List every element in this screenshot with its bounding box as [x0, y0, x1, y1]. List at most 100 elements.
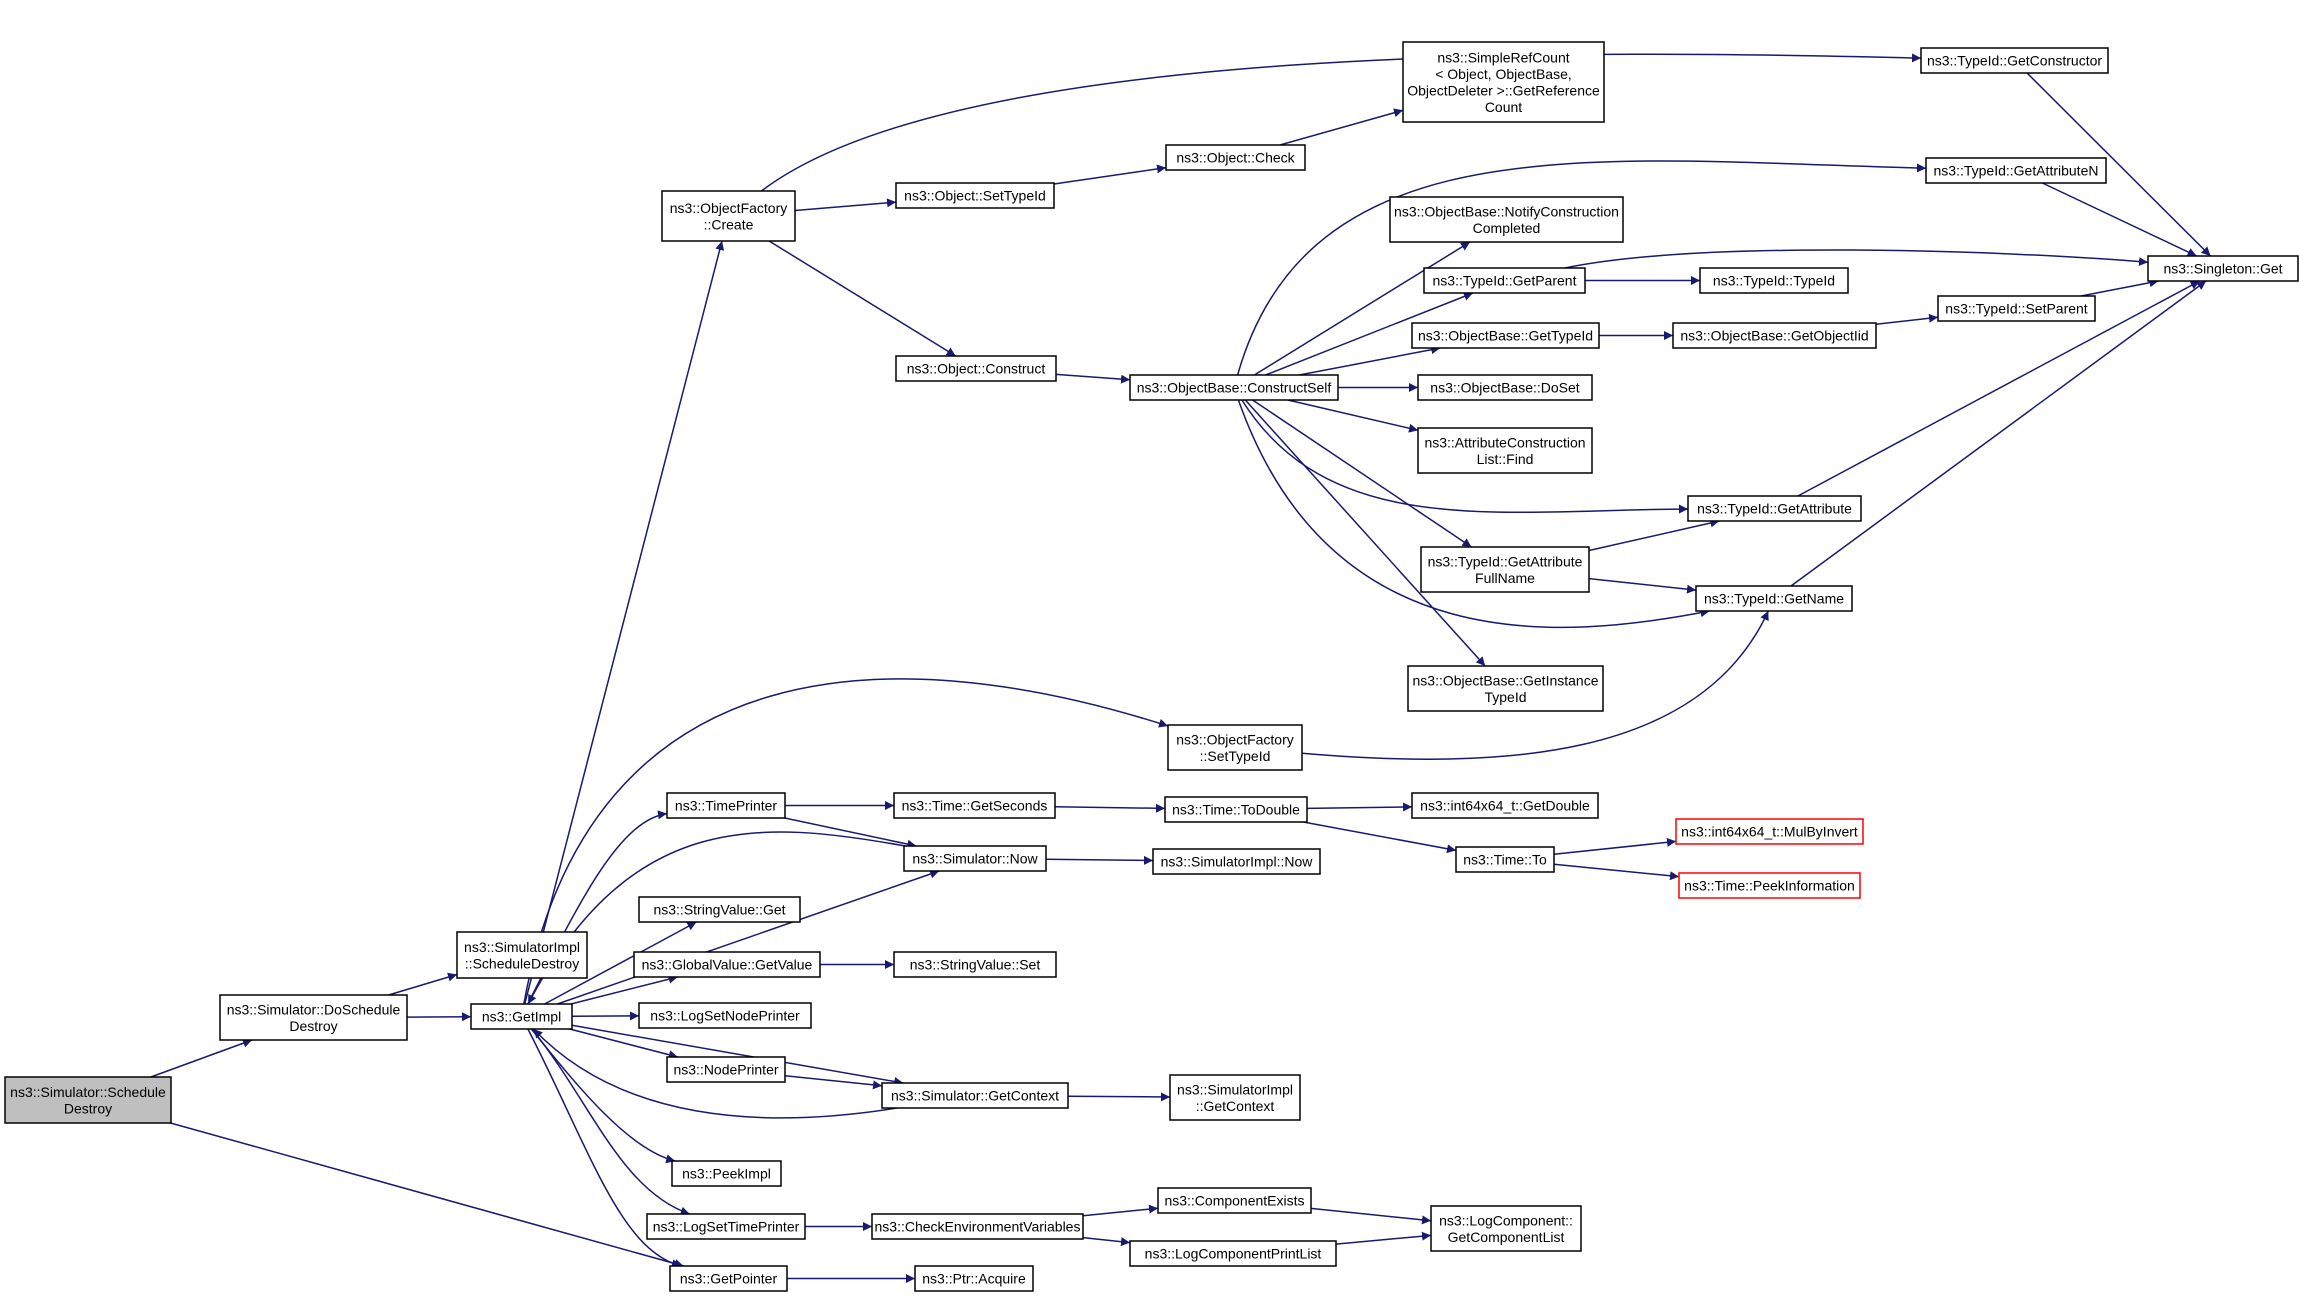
node-tid-getattribute[interactable]: ns3::TypeId::GetAttribute	[1687, 495, 1862, 522]
node-get-impl[interactable]: ns3::GetImpl	[470, 1003, 573, 1030]
node-label: Count	[1485, 99, 1522, 115]
node-tid-typeid[interactable]: ns3::TypeId::TypeId	[1699, 267, 1849, 294]
edge-ob_constructself-to-tid_getattributen	[1236, 160, 1927, 376]
node-sim-getcontext[interactable]: ns3::Simulator::GetContext	[881, 1082, 1069, 1109]
node-tid-getconstructor[interactable]: ns3::TypeId::GetConstructor	[1920, 47, 2109, 74]
node-box	[1152, 848, 1321, 875]
node-box	[671, 1160, 782, 1187]
edge-check_env-to-component_exists	[1082, 1204, 1159, 1217]
node-label: ns3::SimulatorImpl	[464, 939, 580, 955]
node-label: ObjectDeleter >::GetReference	[1407, 82, 1600, 98]
node-ob-gettypeid[interactable]: ns3::ObjectBase::GetTypeId	[1411, 322, 1600, 349]
node-check-env[interactable]: ns3::CheckEnvironmentVariables	[871, 1213, 1084, 1240]
edge-get_impl-to-get_pointer	[527, 1028, 682, 1269]
node-label: ns3::StringValue::Set	[910, 957, 1041, 973]
node-time-peekinfo[interactable]: ns3::Time::PeekInformation	[1678, 872, 1861, 899]
node-refcount[interactable]: ns3::SimpleRefCount< Object, ObjectBase,…	[1402, 41, 1605, 123]
node-component-exists[interactable]: ns3::ComponentExists	[1157, 1187, 1312, 1214]
edge-do_schedule_destroy-to-simimpl_schedule_destroy	[388, 972, 458, 996]
edge-time_todouble-to-time_to	[1303, 821, 1457, 854]
node-box	[1687, 495, 1862, 522]
node-time-getseconds[interactable]: ns3::Time::GetSeconds	[893, 792, 1056, 819]
node-int64-getdouble[interactable]: ns3::int64x64_t::GetDouble	[1411, 792, 1599, 819]
node-label: ns3::TypeId::GetAttributeN	[1934, 163, 2099, 179]
node-sim-now[interactable]: ns3::Simulator::Now	[903, 845, 1047, 872]
node-label: ns3::LogSetTimePrinter	[653, 1219, 800, 1235]
node-obj-settypeid[interactable]: ns3::Object::SetTypeId	[895, 182, 1055, 209]
edge-of_create-to-tid_getconstructor	[760, 53, 1922, 192]
node-box	[638, 896, 801, 923]
node-box	[914, 1265, 1034, 1292]
node-tid-getname[interactable]: ns3::TypeId::GetName	[1695, 585, 1853, 612]
node-logsetnodeprinter[interactable]: ns3::LogSetNodePrinter	[638, 1002, 812, 1029]
node-of-create[interactable]: ns3::ObjectFactory::Create	[661, 190, 796, 242]
node-box	[1389, 196, 1624, 243]
node-box	[4, 1076, 172, 1124]
node-ob-getobjectiid[interactable]: ns3::ObjectBase::GetObjectIid	[1672, 322, 1877, 349]
edge-tid_getname-to-singleton_get	[1790, 280, 2207, 587]
node-box	[1455, 846, 1555, 873]
node-label: ns3::ObjectBase::DoSet	[1430, 380, 1580, 396]
node-box	[1672, 322, 1877, 349]
node-label: ns3::GetPointer	[680, 1271, 778, 1287]
node-of-settypeid[interactable]: ns3::ObjectFactory::SetTypeId	[1167, 724, 1303, 771]
node-obj-check[interactable]: ns3::Object::Check	[1165, 144, 1306, 171]
node-tid-setparent[interactable]: ns3::TypeId::SetParent	[1937, 295, 2096, 322]
node-get-pointer[interactable]: ns3::GetPointer	[669, 1265, 788, 1292]
edge-ob_constructself-to-tid_getattribute	[1241, 399, 1689, 514]
node-logsettimeprinter[interactable]: ns3::LogSetTimePrinter	[646, 1213, 806, 1240]
node-tid-getparent[interactable]: ns3::TypeId::GetParent	[1423, 267, 1586, 294]
node-ob-doset[interactable]: ns3::ObjectBase::DoSet	[1417, 374, 1593, 401]
node-label: ns3::GetImpl	[482, 1009, 561, 1025]
node-label: ns3::ObjectFactory	[670, 200, 788, 216]
node-label: TypeId	[1484, 689, 1526, 705]
node-time-printer[interactable]: ns3::TimePrinter	[666, 792, 786, 819]
node-label: ns3::LogComponent::	[1439, 1212, 1573, 1228]
node-label: ::SetTypeId	[1200, 748, 1271, 764]
edge-obj_settypeid-to-obj_check	[1053, 164, 1167, 185]
node-obj-construct[interactable]: ns3::Object::Construct	[895, 355, 1057, 382]
node-ob-constructself[interactable]: ns3::ObjectBase::ConstructSelf	[1129, 374, 1339, 401]
node-simimpl-schedule-destroy[interactable]: ns3::SimulatorImpl::ScheduleDestroy	[456, 931, 588, 979]
node-label: ns3::ComponentExists	[1164, 1193, 1304, 1209]
edge-get_impl-to-sim_now	[557, 869, 940, 1005]
node-simimpl-now[interactable]: ns3::SimulatorImpl::Now	[1152, 848, 1321, 875]
node-label: ns3::TypeId::GetAttribute	[1697, 501, 1852, 517]
node-ob-notify[interactable]: ns3::ObjectBase::NotifyConstructionCompl…	[1389, 196, 1624, 243]
node-tid-getattributen[interactable]: ns3::TypeId::GetAttributeN	[1925, 157, 2107, 184]
node-time-to[interactable]: ns3::Time::To	[1455, 846, 1555, 873]
node-box	[1423, 267, 1586, 294]
node-ptr-acquire[interactable]: ns3::Ptr::Acquire	[914, 1265, 1034, 1292]
node-label: ns3::TimePrinter	[675, 798, 778, 814]
node-stringvalue-get[interactable]: ns3::StringValue::Get	[638, 896, 801, 923]
node-globalvalue-getvalue[interactable]: ns3::GlobalValue::GetValue	[633, 951, 821, 978]
edge-of_create-to-obj_construct	[768, 240, 957, 357]
node-box	[1157, 1187, 1312, 1214]
node-box	[895, 182, 1055, 209]
node-box	[1165, 144, 1306, 171]
node-box	[1925, 157, 2107, 184]
node-simimpl-getcontext[interactable]: ns3::SimulatorImpl::GetContext	[1169, 1074, 1301, 1121]
node-int64-mulbyinvert[interactable]: ns3::int64x64_t::MulByInvert	[1675, 818, 1864, 845]
node-box	[1695, 585, 1853, 612]
node-stringvalue-set[interactable]: ns3::StringValue::Set	[893, 951, 1057, 978]
node-logcomp-printlist[interactable]: ns3::LogComponentPrintList	[1129, 1240, 1337, 1267]
node-time-todouble[interactable]: ns3::Time::ToDouble	[1164, 796, 1308, 823]
node-label: ns3::TypeId::TypeId	[1713, 273, 1835, 289]
node-label: List::Find	[1477, 451, 1534, 467]
edge-time_to-to-int64_mulbyinvert	[1553, 837, 1677, 856]
node-schedule-destroy[interactable]: ns3::Simulator::ScheduleDestroy	[4, 1076, 172, 1124]
edge-get_impl-to-globalvalue_getvalue	[570, 974, 678, 1005]
node-node-printer[interactable]: ns3::NodePrinter	[666, 1056, 786, 1083]
node-peek-impl[interactable]: ns3::PeekImpl	[671, 1160, 782, 1187]
node-box	[633, 951, 821, 978]
edge-tid_getattrfullname-to-tid_getattribute	[1588, 518, 1720, 552]
node-logcomp-getlist[interactable]: ns3::LogComponent::GetComponentList	[1430, 1205, 1582, 1252]
node-box	[2147, 255, 2299, 282]
node-label: ns3::Singleton::Get	[2163, 261, 2282, 277]
node-singleton-get[interactable]: ns3::Singleton::Get	[2147, 255, 2299, 282]
